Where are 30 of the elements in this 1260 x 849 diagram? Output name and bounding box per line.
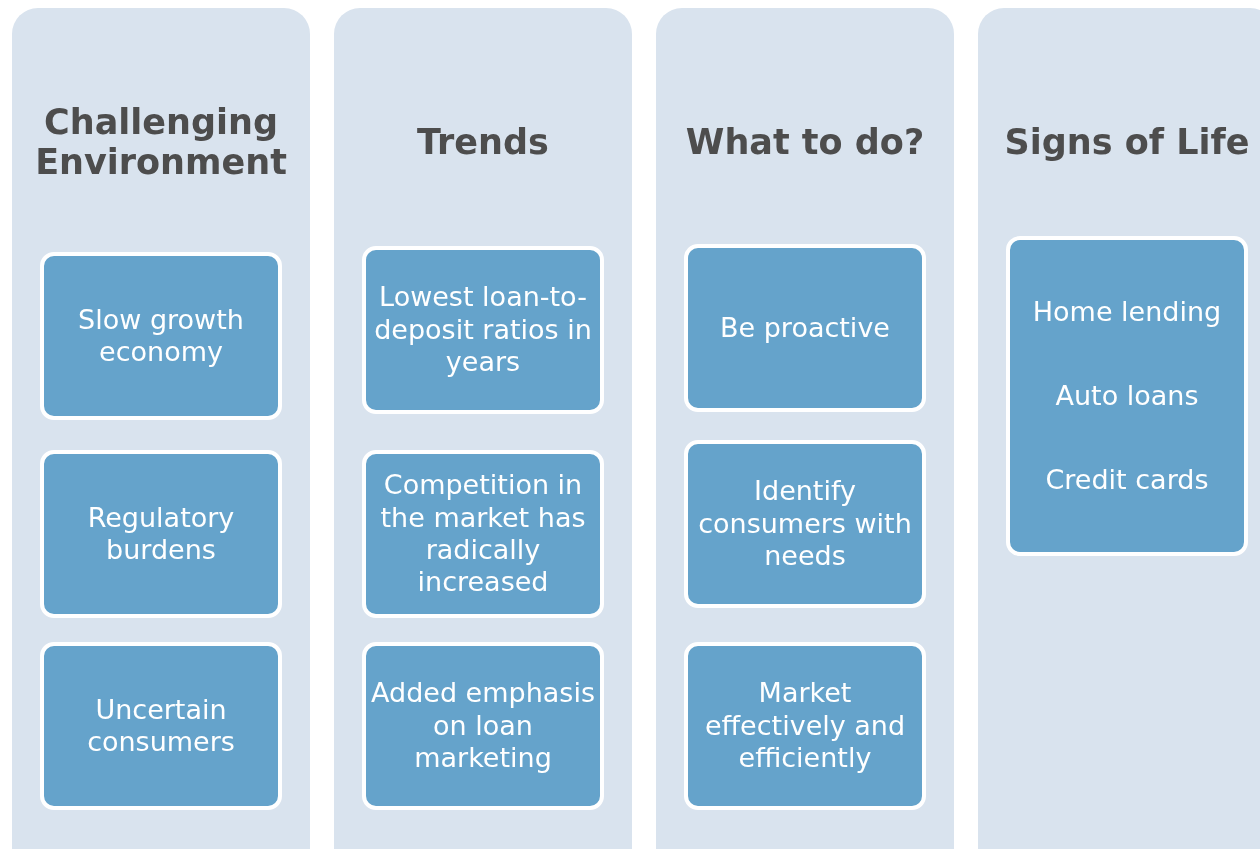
item-text: Credit cards — [1045, 463, 1209, 497]
column-panel — [334, 8, 632, 849]
item-box — [362, 642, 604, 810]
item-box — [362, 246, 604, 414]
item-text: Lowest loan-to-deposit ratios in years — [373, 281, 593, 379]
item-text: Added emphasis on loan marketing — [370, 677, 596, 775]
item-box — [40, 450, 282, 618]
item-text: Competition in the market has radically increased — [379, 469, 587, 599]
item-text: Home lending — [1032, 295, 1222, 329]
item-text: Regulatory burdens — [86, 501, 236, 567]
item-text: Uncertain consumers — [86, 693, 236, 759]
item-box — [40, 642, 282, 810]
item-box — [40, 252, 282, 420]
item-box — [362, 450, 604, 618]
column-panel — [978, 8, 1260, 849]
column-panel — [12, 8, 310, 849]
item-text: Identify consumers with needs — [697, 475, 913, 573]
item-box — [684, 244, 926, 412]
item-box — [684, 642, 926, 810]
column-panel — [656, 8, 954, 849]
column-heading: Signs of Life — [1003, 120, 1251, 164]
column-heading: Trends — [416, 120, 550, 164]
item-text: Be proactive — [720, 311, 890, 345]
item-text: Slow growth economy — [77, 303, 245, 369]
item-text: Auto loans — [1055, 379, 1199, 413]
item-box — [684, 440, 926, 608]
item-box — [1006, 236, 1248, 556]
item-text: Market effectively and efficiently — [703, 677, 907, 775]
column-heading: What to do? — [684, 120, 926, 164]
column-heading: Challenging Environment — [34, 100, 288, 184]
